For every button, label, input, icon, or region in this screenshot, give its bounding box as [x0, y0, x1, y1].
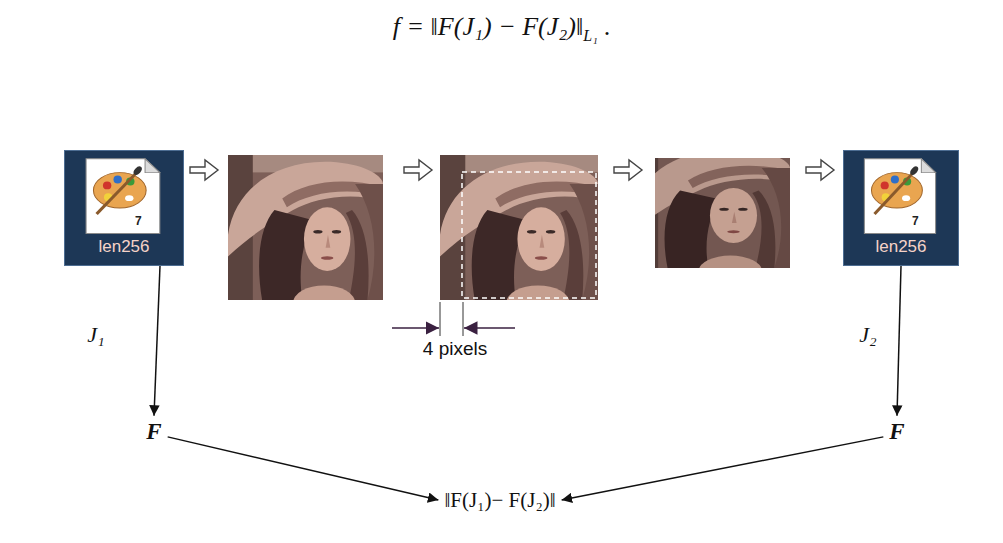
step-arrow: [614, 160, 642, 180]
illustration-part: [633, 143, 790, 268]
connector-arrow: [168, 437, 439, 500]
file-icon-tile: 7 len256: [64, 150, 184, 266]
distance-expression: ‖F(J₁)− F(J₂)‖: [438, 485, 561, 515]
icon-badge: 7: [135, 214, 142, 228]
photo-original: [228, 155, 383, 320]
transform-symbol: F: [883, 416, 910, 448]
step-arrow: [190, 160, 218, 180]
formula-period: .: [604, 12, 611, 42]
illustration-part: [228, 155, 383, 320]
variable-label: J₁: [87, 322, 104, 348]
dimension-arrow: [464, 327, 515, 329]
dimension-tick: [463, 302, 464, 336]
dimension-arrow: [392, 327, 439, 329]
step-arrow: [404, 160, 432, 180]
file-name: len256: [844, 236, 958, 258]
illustration-part: [440, 155, 598, 320]
connector-arrow: [562, 437, 884, 500]
norm-subscript: L₁: [583, 27, 597, 45]
step-arrow: [806, 160, 834, 180]
connector-arrow: [154, 266, 160, 416]
variable-label: J₂: [859, 322, 876, 348]
dimension-label: 4 pixels: [423, 338, 487, 360]
photo-shifted: [440, 155, 598, 320]
illustration-part: [633, 143, 790, 286]
file-icon-tile: 7 len256: [843, 150, 959, 266]
icon-badge: 7: [912, 214, 919, 228]
connector-arrow: [897, 266, 901, 416]
file-name: len256: [65, 236, 183, 258]
transform-symbol: F: [140, 416, 167, 448]
node-text: ‖F(J₁)− F(J₂)‖: [444, 488, 555, 512]
title-group: f = ‖F(J₁) − F(J₂)‖L₁.: [0, 12, 1003, 42]
node-text: F: [889, 419, 904, 445]
dimension-tick: [440, 302, 441, 336]
file-icon: [864, 159, 935, 234]
file-icon: [86, 159, 160, 234]
node-text: F: [146, 419, 161, 445]
photo-cropped: [633, 143, 790, 286]
crop-frame: [462, 172, 596, 298]
formula-title: f = ‖F(J₁) − F(J₂)‖: [393, 12, 583, 41]
